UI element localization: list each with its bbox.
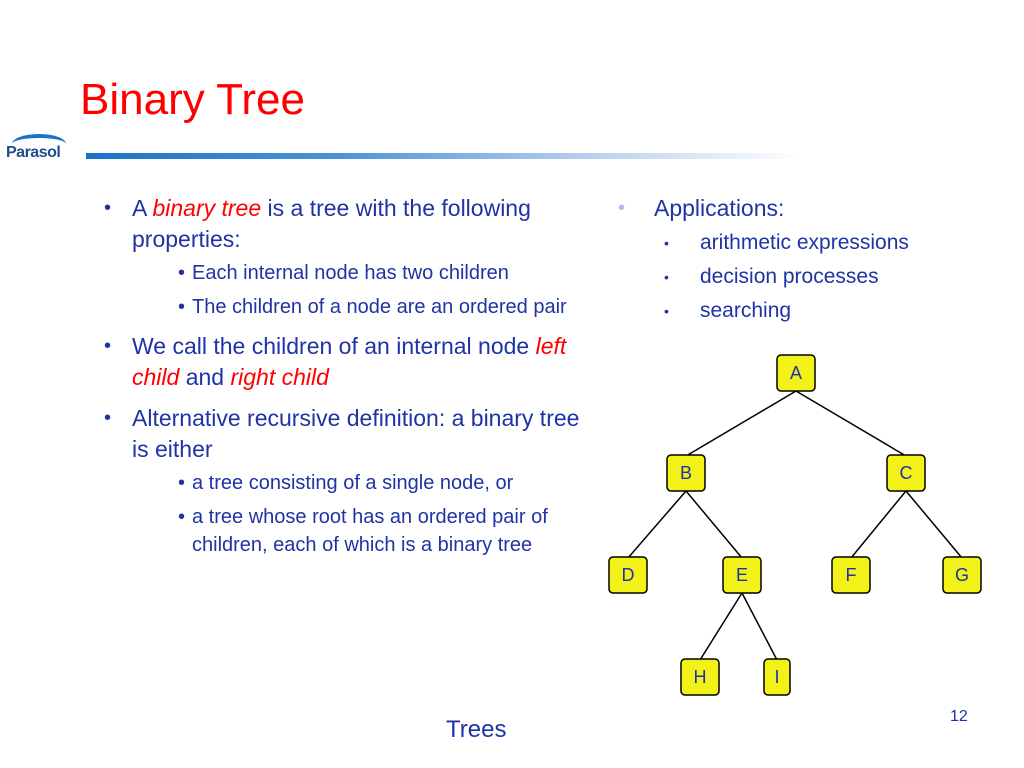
edge-a-b — [685, 390, 797, 457]
applications-list: • arithmetic expressions • decision proces… — [662, 228, 992, 326]
application-item-text: arithmetic expressions — [700, 231, 909, 254]
tree-node-b: B — [666, 454, 706, 492]
bullet-icon: • — [618, 197, 626, 219]
edge-c-g — [905, 490, 963, 559]
term-right-child: right child — [230, 364, 329, 390]
tree-node-g: G — [942, 556, 982, 594]
title-rule — [86, 153, 802, 159]
application-item: • searching — [662, 296, 992, 326]
application-item-text: decision processes — [700, 265, 879, 288]
tree-node-c: C — [886, 454, 926, 492]
bullet-icon: • — [178, 506, 186, 528]
node-label-i: I — [774, 667, 779, 687]
bullet-text-post: is a tree with the following properties: — [132, 195, 531, 252]
edge-b-d — [627, 490, 687, 559]
tree-node-i: I — [763, 658, 791, 696]
node-label-g: G — [955, 565, 969, 585]
sub-bullet: • Each internal node has two children — [174, 259, 595, 287]
bullet-text-mid: and — [179, 364, 231, 390]
bullet-children-names: • We call the children of an internal no… — [100, 331, 595, 393]
parasol-logo: Parasol — [4, 134, 76, 170]
left-bullet-list: • A binary tree is a tree with the follo… — [100, 193, 595, 559]
edge-e-h — [699, 592, 743, 661]
sub-bullet-text: The children of a node are an ordered pa… — [192, 296, 567, 318]
page-number: 12 — [950, 708, 968, 725]
node-label-h: H — [694, 667, 707, 687]
tree-node-a: A — [776, 354, 816, 392]
bullet-icon: • — [178, 262, 186, 284]
bullet-text-pre: A — [132, 195, 153, 221]
term-binary-tree: binary tree — [152, 195, 262, 221]
node-label-a: A — [790, 363, 802, 383]
bullet-icon: • — [664, 269, 669, 285]
bullet-binary-tree-definition: • A binary tree is a tree with the follo… — [100, 193, 595, 321]
bullet-recursive-definition: • Alternative recursive definition: a bi… — [100, 403, 595, 559]
bullet-icon: • — [664, 235, 669, 251]
bullet-text: Alternative recursive definition: a bina… — [132, 405, 580, 462]
bullet-icon: • — [178, 296, 186, 318]
sub-bullet-text: Each internal node has two children — [192, 262, 509, 284]
application-item: • arithmetic expressions — [662, 228, 992, 258]
tree-node-e: E — [722, 556, 762, 594]
applications-heading-text: Applications: — [654, 195, 785, 221]
footer-title: Trees — [446, 716, 507, 743]
application-item-text: searching — [700, 299, 792, 322]
logo-text: Parasol — [6, 144, 61, 161]
tree-node-f: F — [831, 556, 871, 594]
edge-a-c — [795, 390, 907, 457]
edge-b-e — [685, 490, 743, 559]
application-item: • decision processes — [662, 262, 992, 292]
sub-bullet-text: a tree whose root has an ordered pair of… — [192, 506, 548, 556]
left-column: • A binary tree is a tree with the follo… — [100, 193, 595, 569]
right-column: • Applications: • arithmetic expressions … — [612, 193, 992, 330]
logo-arc-icon — [12, 134, 66, 154]
slide-title: Binary Tree — [80, 75, 305, 124]
sub-list-recursive: •a tree consisting of a single node, or … — [174, 469, 595, 559]
tree-node-h: H — [680, 658, 720, 696]
node-label-c: C — [900, 463, 913, 483]
bullet-text-pre: We call the children of an internal node — [132, 333, 536, 359]
node-label-b: B — [680, 463, 692, 483]
bullet-icon: • — [104, 197, 112, 219]
bullet-icon: • — [104, 407, 112, 429]
sub-bullet-text: a tree consisting of a single node, or — [192, 472, 514, 494]
tree-node-d: D — [608, 556, 648, 594]
node-label-d: D — [622, 565, 635, 585]
sub-bullet: • a tree whose root has an ordered pair o… — [174, 503, 595, 559]
bullet-icon: • — [104, 335, 112, 357]
sub-bullet: • a tree consisting of a single node, or — [174, 469, 595, 497]
edge-e-i — [741, 592, 778, 661]
edge-c-f — [850, 490, 907, 559]
node-label-f: F — [846, 565, 857, 585]
applications-heading: • Applications: — [612, 193, 992, 224]
bullet-icon: • — [664, 303, 669, 319]
term-left-child: left child — [132, 333, 567, 390]
sub-bullet: • The children of a node are an ordered p… — [174, 293, 595, 321]
bullet-icon: • — [178, 472, 186, 494]
sub-list-properties: • Each internal node has two children • Th… — [174, 259, 595, 321]
node-label-e: E — [736, 565, 748, 585]
